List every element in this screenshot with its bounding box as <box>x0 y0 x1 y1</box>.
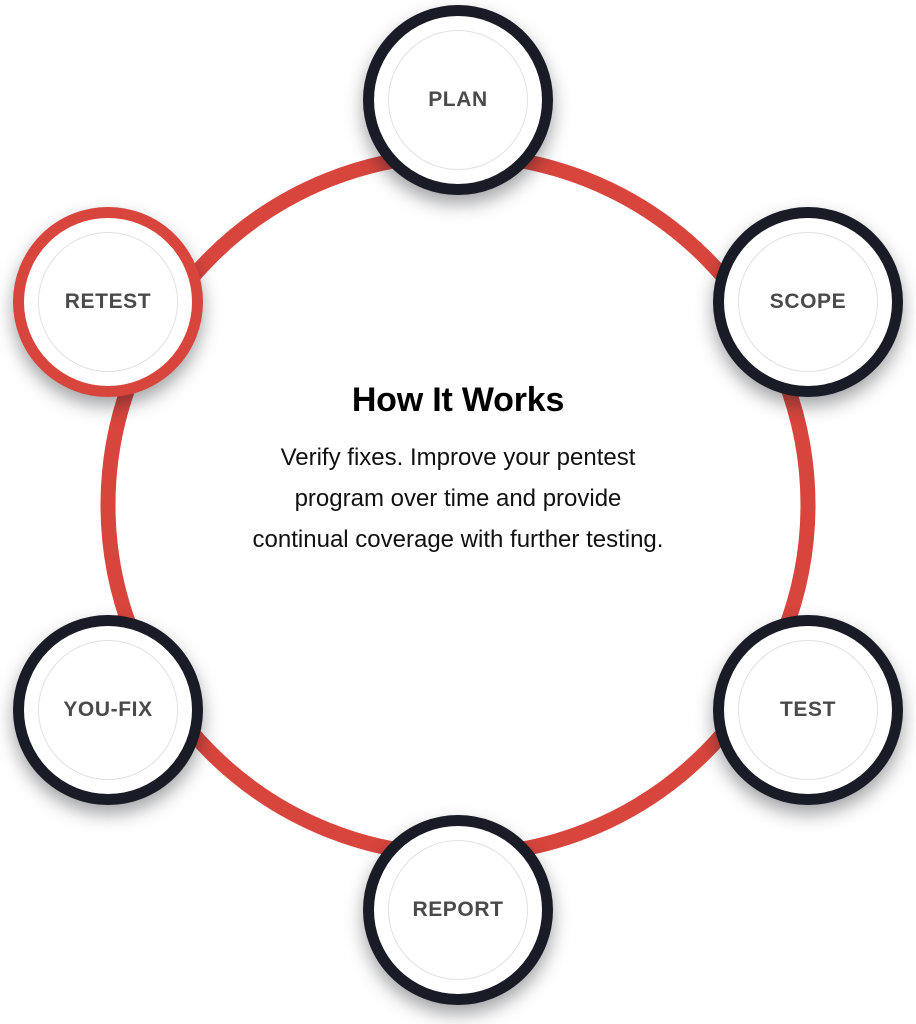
cycle-node-scope[interactable]: SCOPE <box>713 207 903 397</box>
cycle-node-label-test: TEST <box>779 698 837 721</box>
cycle-node-report[interactable]: REPORT <box>363 815 553 1005</box>
cycle-node-test[interactable]: TEST <box>713 615 903 805</box>
cycle-node-label-plan: PLAN <box>428 88 488 111</box>
cycle-node-label-report: REPORT <box>412 898 504 921</box>
cycle-node-you-fix[interactable]: YOU-FIX <box>13 615 203 805</box>
cycle-node-retest[interactable]: RETEST <box>13 207 203 397</box>
cycle-ring-circle <box>100 147 816 863</box>
cycle-node-label-retest: RETEST <box>64 290 152 313</box>
cycle-node-label-scope: SCOPE <box>769 290 847 313</box>
cycle-node-label-you-fix: YOU-FIX <box>63 698 153 721</box>
cycle-node-plan[interactable]: PLAN <box>363 5 553 195</box>
